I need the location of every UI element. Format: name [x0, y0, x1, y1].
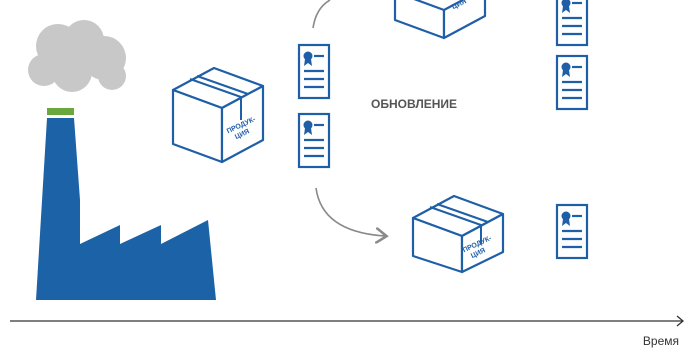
product-box-icon: ЦИЯ [393, 0, 487, 40]
update-label: ОБНОВЛЕНИЕ [371, 97, 457, 111]
curved-arrow-down [315, 187, 385, 236]
certificate-icon [555, 0, 589, 47]
certificate-icon [555, 54, 589, 111]
certificate-icon [555, 203, 589, 260]
smoke-cloud-icon [28, 20, 126, 92]
chimney-band [47, 108, 74, 115]
box-label-top: ЦИЯ [451, 0, 468, 11]
product-box-icon: ПРОДУК- ЦИЯ [171, 66, 265, 164]
certificate-icon [297, 112, 331, 169]
time-axis-arrowhead [676, 315, 685, 327]
product-box-icon: ПРОДУК- ЦИЯ [411, 194, 505, 274]
time-axis-label: Время [643, 334, 679, 348]
curved-arrow-up [312, 0, 331, 29]
factory-icon [36, 108, 216, 300]
certificate-icon [297, 43, 331, 100]
